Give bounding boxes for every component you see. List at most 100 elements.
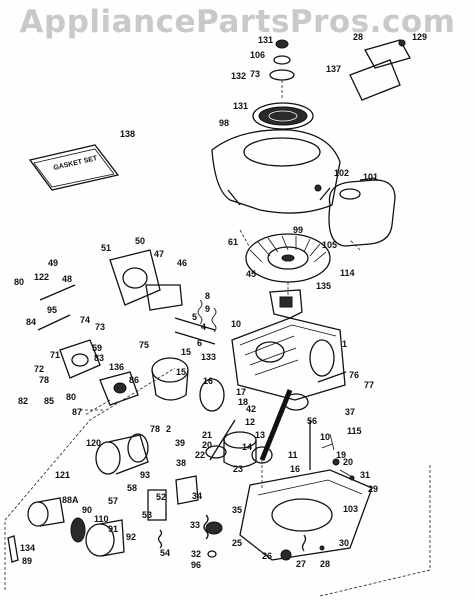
callout-105: 105 (322, 240, 337, 250)
callout-26: 26 (262, 551, 272, 561)
callout-138: 138 (120, 129, 135, 139)
callout-53: 53 (142, 510, 152, 520)
callout-30: 30 (339, 538, 349, 548)
callout-74: 74 (80, 315, 90, 325)
camshaft (205, 419, 311, 470)
callout-136: 136 (109, 362, 124, 372)
callout-32: 32 (191, 549, 201, 559)
lower-small-parts (147, 475, 223, 558)
callout-87: 87 (72, 407, 82, 417)
callout-48: 48 (62, 274, 72, 284)
callout-23: 23 (233, 464, 243, 474)
blower-housing (211, 129, 341, 214)
callout-29: 29 (368, 484, 378, 494)
callout-114: 114 (340, 268, 355, 278)
callout-13: 13 (255, 430, 265, 440)
bracket-assembly (349, 39, 411, 101)
screen-cap (269, 39, 295, 81)
callout-18: 18 (238, 397, 248, 407)
callout-15a: 15 (181, 347, 191, 357)
callout-16: 16 (203, 376, 213, 386)
callout-21: 21 (202, 430, 212, 440)
callout-54: 54 (160, 548, 170, 558)
muffler (328, 177, 396, 247)
callout-59: 59 (92, 343, 102, 353)
callout-99: 99 (293, 225, 303, 235)
callout-121: 121 (55, 470, 70, 480)
callout-16b: 16 (290, 464, 300, 474)
site-watermark: AppliancePartsPros.com (19, 4, 456, 40)
callout-103: 103 (343, 504, 358, 514)
ignition-parts (269, 289, 303, 319)
callout-90: 90 (82, 505, 92, 515)
callout-72: 72 (34, 364, 44, 374)
callout-77: 77 (364, 380, 374, 390)
callout-93: 93 (140, 470, 150, 480)
callout-49: 49 (48, 258, 58, 268)
callout-33: 33 (190, 520, 200, 530)
callout-106: 106 (250, 50, 265, 60)
callout-22: 22 (195, 450, 205, 460)
callout-80a: 80 (14, 277, 24, 287)
callout-91: 91 (108, 524, 118, 534)
callout-37: 37 (345, 407, 355, 417)
callout-61: 61 (228, 237, 238, 247)
callout-131a: 131 (258, 35, 273, 45)
callout-131b: 131 (233, 101, 248, 111)
electrical-kit (7, 497, 125, 563)
callout-101: 101 (363, 172, 378, 182)
callout-31: 31 (360, 470, 370, 480)
callout-137: 137 (326, 64, 341, 74)
callout-76: 76 (349, 370, 359, 380)
callout-19: 19 (336, 450, 346, 460)
callout-122: 122 (34, 272, 49, 282)
callout-85: 85 (44, 396, 54, 406)
right-side-parts (301, 371, 355, 552)
callout-134: 134 (20, 543, 35, 553)
starter-motor (95, 433, 149, 475)
callout-2: 2 (166, 424, 171, 434)
callout-20: 20 (202, 440, 212, 450)
callout-57: 57 (108, 496, 118, 506)
callout-17: 17 (236, 387, 246, 397)
callout-84: 84 (26, 317, 36, 327)
callout-28: 28 (353, 32, 363, 42)
callout-28b: 28 (320, 559, 330, 569)
callout-83: 83 (94, 353, 104, 363)
callout-12: 12 (245, 417, 255, 427)
callout-46: 46 (177, 258, 187, 268)
callout-92: 92 (126, 532, 136, 542)
callout-56: 56 (307, 416, 317, 426)
callout-78: 78 (39, 375, 49, 385)
callout-34: 34 (192, 491, 202, 501)
callout-73: 73 (95, 322, 105, 332)
crankcase-cover (239, 469, 373, 561)
callout-20b: 20 (343, 457, 353, 467)
valve-parts (174, 299, 217, 345)
part-number-callouts: 131 106 73 132 131 98 28 129 137 138 102… (14, 32, 427, 570)
callout-45: 45 (246, 269, 256, 279)
callout-75: 75 (139, 340, 149, 350)
callout-80b: 80 (66, 392, 76, 402)
callout-135: 135 (316, 281, 331, 291)
callout-4: 4 (201, 322, 206, 332)
callout-42: 42 (246, 404, 256, 414)
callout-132: 132 (231, 71, 246, 81)
intake-elbow (151, 357, 225, 412)
gasket-set-booklet: GASKET SET (28, 144, 120, 191)
callout-11: 11 (288, 450, 298, 460)
leader-lines (4, 80, 431, 597)
callout-88a: 88A (62, 495, 79, 505)
callout-15b: 15 (176, 367, 186, 377)
callout-120: 120 (86, 438, 101, 448)
callout-58: 58 (127, 483, 137, 493)
callout-5: 5 (192, 312, 197, 322)
callout-52: 52 (156, 492, 166, 502)
callout-14: 14 (242, 442, 252, 452)
callout-82: 82 (18, 396, 28, 406)
callout-51: 51 (101, 243, 111, 253)
callout-27: 27 (296, 559, 306, 569)
callout-39: 39 (175, 438, 185, 448)
